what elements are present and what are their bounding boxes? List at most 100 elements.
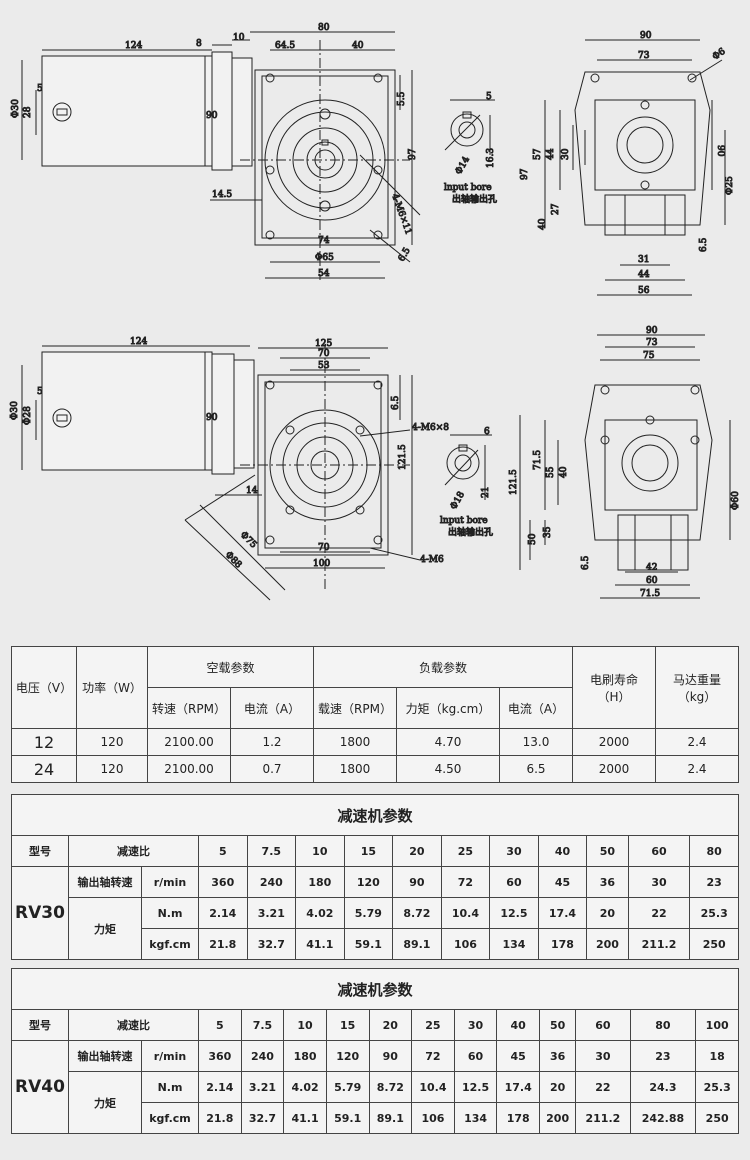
ratio-cell: 40 bbox=[537, 835, 588, 867]
svg-text:lnput bore: lnput bore bbox=[440, 516, 488, 526]
svg-text:出轴输出孔: 出轴输出孔 bbox=[452, 193, 497, 205]
svg-text:97: 97 bbox=[520, 168, 530, 180]
speed-cell: 18 bbox=[695, 1040, 739, 1072]
speed-cell: 180 bbox=[295, 866, 345, 898]
svg-text:Φ6: Φ6 bbox=[711, 47, 728, 63]
torque-nm-cell: 10.4 bbox=[440, 897, 491, 929]
torque-nm-cell: 2.14 bbox=[198, 1071, 242, 1103]
torque-nm-cell: 8.72 bbox=[368, 1071, 413, 1103]
ratio-header: 减速比 bbox=[68, 835, 199, 867]
svg-text:14: 14 bbox=[246, 486, 258, 496]
speed-cell: 36 bbox=[538, 1040, 577, 1072]
speed-cell: 120 bbox=[325, 1040, 370, 1072]
model-cell: RV30 bbox=[11, 866, 69, 960]
torque-nm-cell: 17.4 bbox=[537, 897, 588, 929]
svg-text:8: 8 bbox=[196, 39, 202, 49]
voltage-header: 电压（V） bbox=[11, 646, 77, 729]
svg-text:5: 5 bbox=[37, 84, 43, 94]
svg-text:6.5: 6.5 bbox=[581, 555, 591, 570]
torque-kgf-cell: 211.2 bbox=[575, 1102, 631, 1134]
table-cell: 2100.00 bbox=[147, 755, 231, 783]
svg-text:6.5: 6.5 bbox=[391, 395, 401, 410]
svg-text:42: 42 bbox=[646, 563, 657, 573]
table-cell: 6.5 bbox=[499, 755, 573, 783]
speed-cell: 360 bbox=[198, 1040, 242, 1072]
svg-text:60: 60 bbox=[646, 576, 658, 586]
svg-text:Φ25: Φ25 bbox=[725, 176, 735, 195]
svg-text:40: 40 bbox=[538, 218, 548, 230]
svg-text:70: 70 bbox=[318, 543, 330, 553]
speed-cell: 360 bbox=[198, 866, 248, 898]
torque-nm-cell: 5.79 bbox=[343, 897, 394, 929]
ratio-cell: 15 bbox=[325, 1009, 370, 1041]
current-header: 电流（A） bbox=[230, 687, 314, 729]
drawing-svg: 124 8 10 80 64.5 40 5.5 90 5 28 Φ30 97 1… bbox=[10, 23, 742, 601]
svg-text:10: 10 bbox=[233, 33, 245, 43]
svg-text:73: 73 bbox=[646, 338, 658, 348]
table-cell: 120 bbox=[76, 728, 148, 756]
svg-text:55: 55 bbox=[546, 466, 556, 478]
svg-text:30: 30 bbox=[561, 148, 571, 160]
table-cell: 2000 bbox=[572, 728, 656, 756]
svg-text:125: 125 bbox=[315, 339, 332, 349]
table-row: 12 120 2100.00 1.2 1800 4.70 13.0 2000 2… bbox=[11, 728, 739, 756]
table-cell: 4.70 bbox=[396, 728, 500, 756]
svg-text:6.5: 6.5 bbox=[699, 237, 709, 252]
model-header: 型号 bbox=[11, 1009, 69, 1041]
torque-nm-cell: 8.72 bbox=[392, 897, 442, 929]
svg-text:21: 21 bbox=[481, 487, 491, 498]
torque-kgf-cell: 89.1 bbox=[368, 1102, 413, 1134]
brush-life-header: 电刷寿命 （H） bbox=[572, 646, 656, 729]
ratio-cell: 60 bbox=[627, 835, 691, 867]
speed-cell: 72 bbox=[440, 866, 491, 898]
svg-text:73: 73 bbox=[638, 51, 650, 61]
technical-drawing: 124 8 10 80 64.5 40 5.5 90 5 28 Φ30 97 1… bbox=[10, 23, 742, 601]
torque-nm-cell: 5.79 bbox=[325, 1071, 370, 1103]
bottom-front-view: 124 125 70 53 5 Φ28 Φ30 90 6.5 121.5 4-M… bbox=[10, 337, 450, 601]
gear-table-title: 减速机参数 bbox=[11, 968, 739, 1010]
svg-text:53: 53 bbox=[318, 361, 330, 371]
svg-text:出轴输出孔: 出轴输出孔 bbox=[448, 526, 493, 538]
speed-cell: 90 bbox=[392, 866, 442, 898]
svg-text:27: 27 bbox=[551, 203, 561, 215]
svg-text:90: 90 bbox=[715, 145, 725, 157]
svg-text:124: 124 bbox=[125, 41, 142, 51]
svg-text:44: 44 bbox=[546, 148, 556, 160]
svg-text:40: 40 bbox=[352, 41, 364, 51]
ratio-cell: 20 bbox=[368, 1009, 413, 1041]
torque-nm-cell: 25.3 bbox=[689, 897, 739, 929]
table-cell: 2000 bbox=[572, 755, 656, 783]
ratio-cell: 100 bbox=[695, 1009, 739, 1041]
svg-text:28: 28 bbox=[23, 106, 33, 118]
speed-cell: 23 bbox=[629, 1040, 697, 1072]
speed-cell: 45 bbox=[496, 1040, 540, 1072]
svg-text:44: 44 bbox=[638, 270, 650, 280]
bottom-bore-detail: 6 Φ18 21 lnput bore 出轴输出孔 bbox=[440, 427, 494, 539]
svg-text:71.5: 71.5 bbox=[640, 589, 660, 599]
ratio-cell: 7.5 bbox=[246, 835, 297, 867]
output-speed-label: 输出轴转速 bbox=[68, 866, 142, 898]
ratio-cell: 20 bbox=[392, 835, 442, 867]
torque-kgf-cell: 59.1 bbox=[325, 1102, 370, 1134]
ratio-cell: 10 bbox=[283, 1009, 327, 1041]
torque-kgf-cell: 106 bbox=[411, 1102, 455, 1134]
torque-nm-cell: 20 bbox=[586, 897, 629, 929]
svg-text:lnput bore: lnput bore bbox=[444, 183, 492, 193]
svg-text:97: 97 bbox=[408, 148, 418, 160]
speed-header: 转速（RPM） bbox=[147, 687, 231, 729]
unit-rmin: r/min bbox=[141, 1040, 199, 1072]
table-cell: 1800 bbox=[313, 728, 397, 756]
output-speed-label: 输出轴转速 bbox=[68, 1040, 142, 1072]
torque-kgf-cell: 200 bbox=[538, 1102, 577, 1134]
bottom-side-view: 90 73 75 71.5 55 40 121.5 Φ60 50 35 6.5 … bbox=[509, 326, 742, 600]
svg-text:80: 80 bbox=[318, 23, 330, 33]
top-front-view: 124 8 10 80 64.5 40 5.5 90 5 28 Φ30 97 1… bbox=[11, 23, 421, 280]
torque-header: 力矩（kg.cm） bbox=[396, 687, 500, 729]
svg-text:70: 70 bbox=[318, 349, 330, 359]
torque-nm-cell: 3.21 bbox=[240, 1071, 285, 1103]
torque-kgf-cell: 242.88 bbox=[629, 1102, 697, 1134]
ratio-header: 减速比 bbox=[68, 1009, 199, 1041]
torque-kgf-cell: 134 bbox=[453, 1102, 498, 1134]
speed-cell: 240 bbox=[240, 1040, 285, 1072]
